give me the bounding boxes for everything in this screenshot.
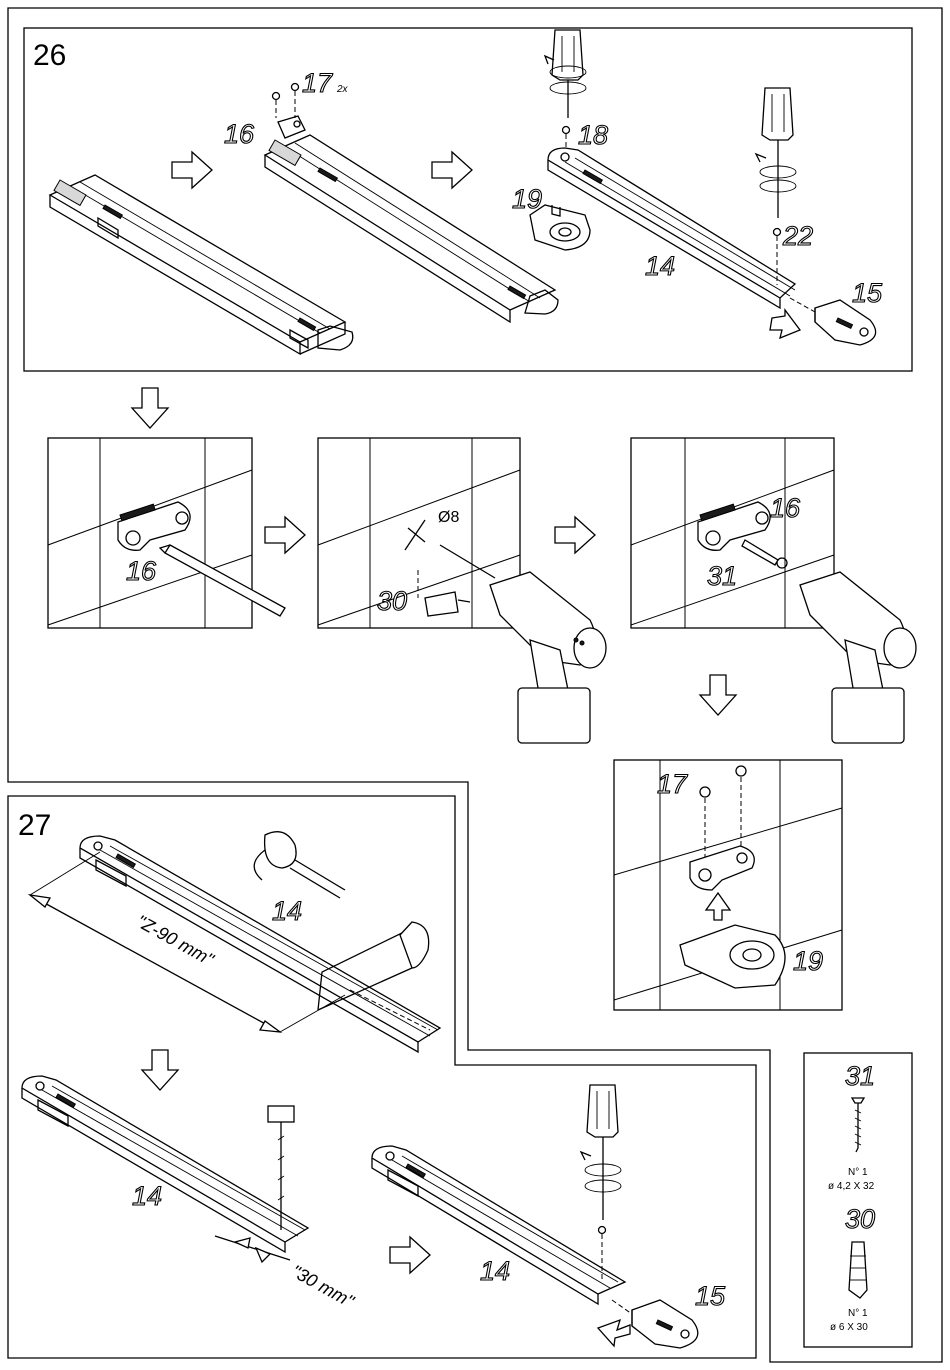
arrow-right-icon (265, 517, 305, 553)
part-label-31: 31 (707, 561, 737, 591)
panel-fixing (631, 438, 916, 743)
part-label-19: 19 (793, 946, 823, 976)
arrow-right-icon (172, 152, 212, 188)
part-label-22: 22 (782, 221, 813, 251)
plug-size: ø 6 X 30 (830, 1322, 868, 1333)
rail-assembly-initial (50, 175, 353, 354)
arrow-down-icon (132, 388, 168, 428)
part-label-19: 19 (512, 184, 542, 214)
screw-icon (273, 84, 299, 119)
plug-quantity: N° 1 (848, 1308, 868, 1319)
arrow-right-icon (432, 152, 472, 188)
part-label-17: 17 (302, 68, 333, 98)
screw-icon (599, 1227, 606, 1234)
part-label-15: 15 (852, 278, 883, 308)
arrow-down-icon (142, 1050, 178, 1090)
screwdriver-icon (581, 1085, 621, 1220)
arrow-right-icon (390, 1237, 430, 1273)
panel-marking (48, 438, 285, 628)
part-label-14: 14 (480, 1256, 510, 1286)
legend-label-30: 30 (845, 1204, 875, 1234)
part-quantity: 2x (336, 84, 349, 95)
screw-icon (774, 229, 781, 236)
arrow-up-left-icon (598, 1320, 630, 1346)
part-label-16: 16 (224, 119, 255, 149)
arrow-down-icon (700, 675, 736, 715)
part-label-18: 18 (578, 120, 608, 150)
part-label-14: 14 (645, 251, 675, 281)
rail-cut-to-length (80, 836, 440, 1052)
part-label-14: 14 (272, 896, 302, 926)
part-label-17: 17 (657, 769, 688, 799)
offset-label: "30 mm" (288, 1261, 358, 1312)
screw-quantity: N° 1 (848, 1167, 868, 1178)
part-label-16: 16 (126, 556, 157, 586)
part-label-16: 16 (770, 493, 801, 523)
end-cap-part-15 (632, 1300, 698, 1348)
panel-drilling (318, 438, 606, 743)
drill-diameter-label: Ø8 (438, 509, 459, 526)
screw-size: ø 4,2 X 32 (828, 1181, 875, 1192)
part-label-30: 30 (377, 586, 407, 616)
arrow-right-icon (555, 517, 595, 553)
legend-label-31: 31 (845, 1061, 875, 1091)
screw-icon (563, 127, 570, 151)
arrow-down-right-icon (770, 310, 800, 338)
step26-number: 26 (33, 39, 66, 72)
rail-assembly-clip-removal (265, 116, 558, 322)
screwdriver-icon (756, 88, 796, 218)
part-label-15: 15 (695, 1281, 726, 1311)
part-label-14: 14 (132, 1181, 162, 1211)
hardware-legend (804, 1053, 912, 1347)
tape-measure-icon (254, 832, 345, 898)
step27-frame (8, 796, 756, 1358)
rail-drilling-hole (22, 1076, 308, 1262)
step27-number: 27 (18, 809, 51, 842)
screwdriver-icon (545, 30, 586, 118)
